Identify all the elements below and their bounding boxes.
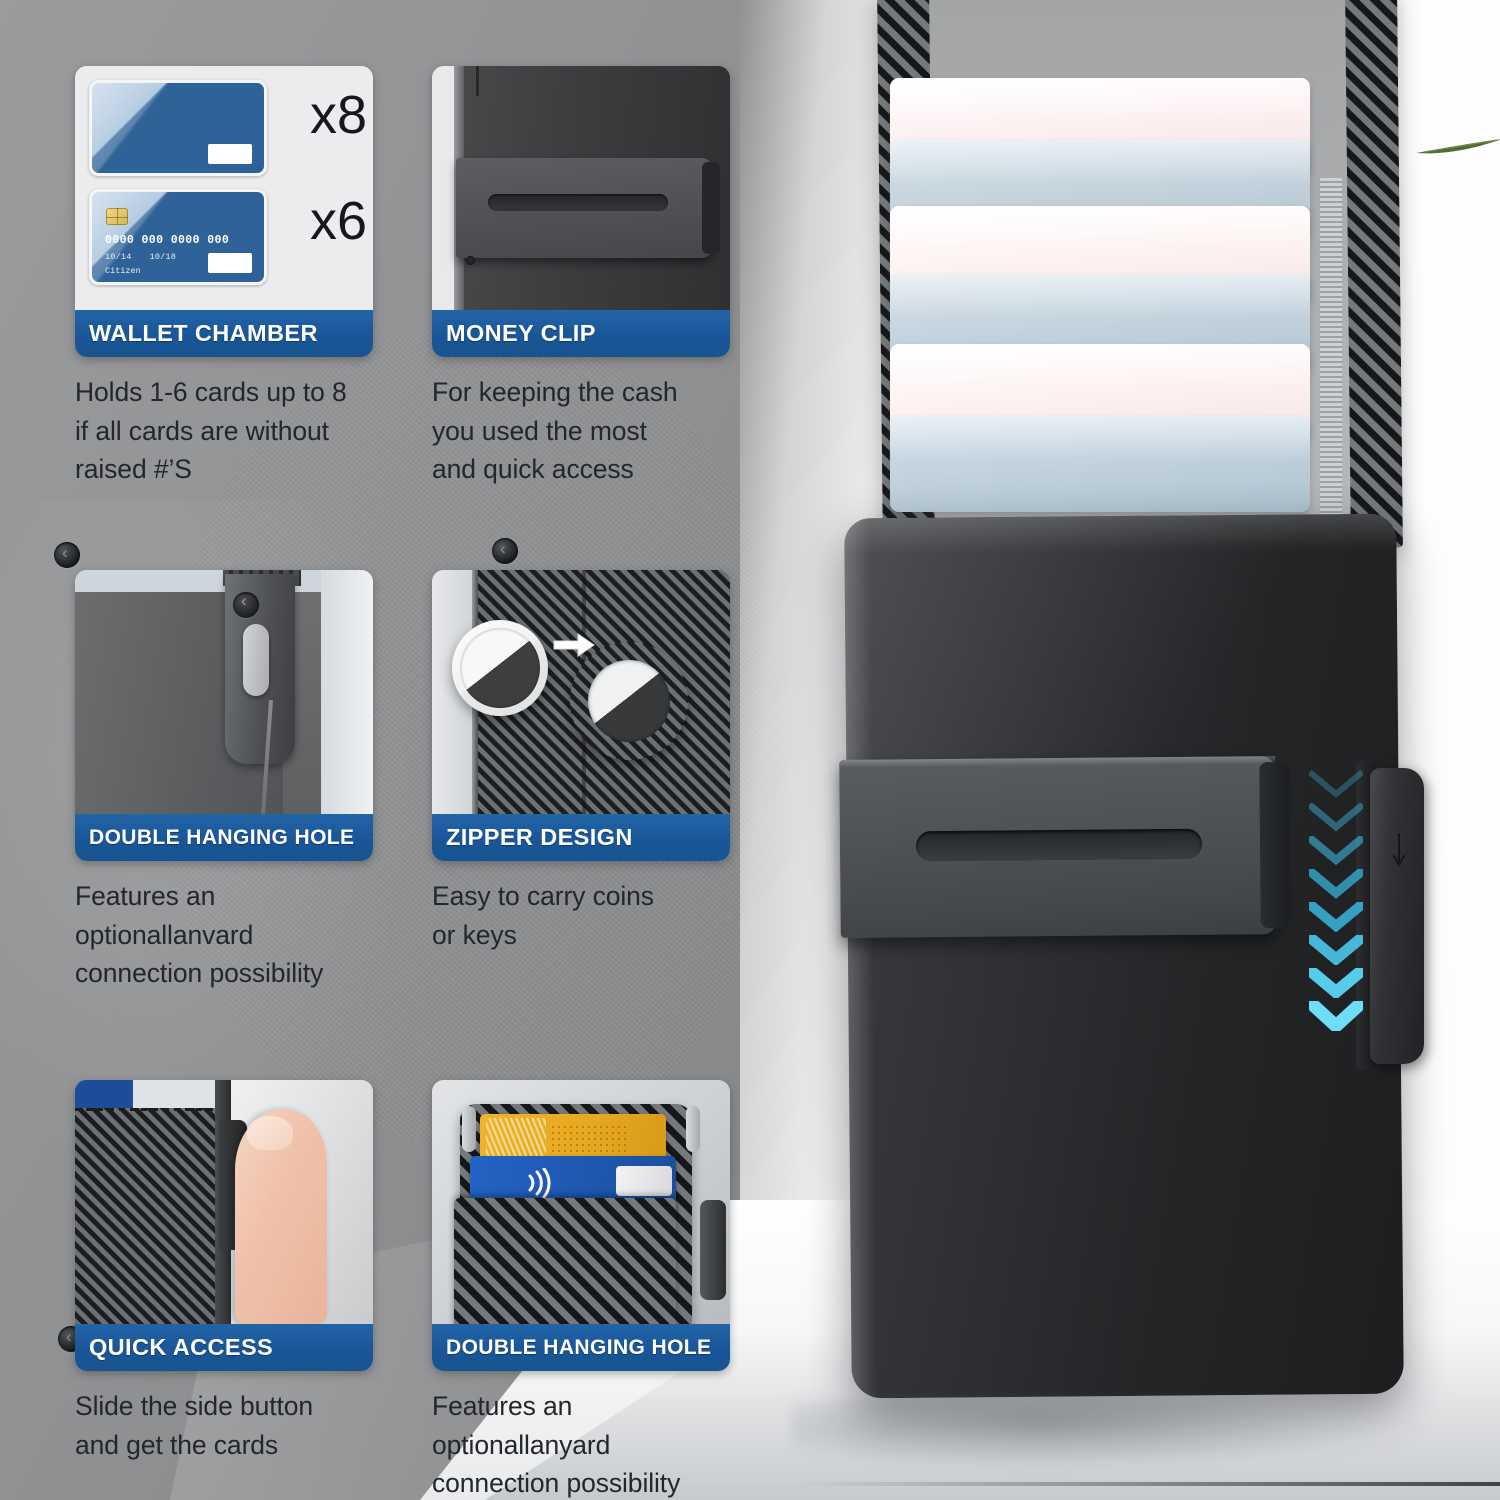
screw-icon <box>466 256 475 265</box>
feature-zipper-design[interactable]: ZIPPER DESIGN Easy to carry coins or key… <box>432 570 730 954</box>
feature-description: For keeping the cash you used the most a… <box>432 377 678 485</box>
chevron-down-icon <box>1309 968 1363 998</box>
feature-card-frame: DOUBLE HANGING HOLE <box>432 1080 730 1371</box>
hero-product <box>820 0 1500 1500</box>
hanging-hole-icon <box>233 591 259 618</box>
hanging-hole-thumbnail <box>75 570 373 814</box>
hero-screw-top-right <box>492 536 518 564</box>
hanging-rail-left <box>462 1106 476 1152</box>
thumb-finger <box>235 1110 327 1324</box>
chevron-down-icon <box>1309 803 1363 832</box>
hero-screw-top-left <box>54 540 80 568</box>
chevron-down-icon <box>1309 902 1363 932</box>
background-floor-line <box>800 1482 1500 1486</box>
slider-arrow-icon <box>1393 833 1405 868</box>
chip-credit-card-illustration: 0000 000 0000 000 10/14 10/18 Citizen <box>89 189 267 285</box>
airtag-loose <box>452 620 548 716</box>
feature-description: Features an optionallanvard connection p… <box>75 881 324 989</box>
airtag-installed <box>570 642 688 760</box>
feature-card-frame: DOUBLE HANGING HOLE <box>75 570 373 861</box>
feature-label: MONEY CLIP <box>446 320 596 346</box>
feature-label-bar: DOUBLE HANGING HOLE <box>432 1324 730 1371</box>
contactless-icon <box>528 1168 551 1198</box>
card-multiplier-8: x8 <box>309 85 367 145</box>
feature-label-bar: MONEY CLIP <box>432 310 730 357</box>
feature-double-hanging-hole-bottom[interactable]: DOUBLE HANGING HOLE Features an optional… <box>432 1080 730 1500</box>
feature-card-frame: ZIPPER DESIGN <box>432 570 730 861</box>
card-holder-name: Citizen <box>105 266 141 276</box>
feature-label-bar: WALLET CHAMBER <box>75 310 373 357</box>
chevron-down-icon <box>1309 935 1363 965</box>
card-date-left: 10/14 <box>105 252 132 262</box>
white-card <box>616 1166 672 1196</box>
wallet-cards-thumbnail <box>432 1080 730 1324</box>
wallet-front-plate <box>454 1198 676 1324</box>
feature-card-frame: QUICK ACCESS <box>75 1080 373 1371</box>
peeking-cards <box>75 1080 215 1108</box>
money-clip-thumbnail <box>432 66 730 310</box>
feature-label: DOUBLE HANGING HOLE <box>446 1335 712 1359</box>
feature-label-bar: DOUBLE HANGING HOLE <box>75 814 373 861</box>
feature-label-bar: ZIPPER DESIGN <box>432 814 730 861</box>
feature-label: DOUBLE HANGING HOLE <box>89 825 355 849</box>
feature-card-frame: MONEY CLIP <box>432 66 730 357</box>
hero-money-clip-slot <box>915 828 1203 862</box>
feature-double-hanging-hole-top[interactable]: DOUBLE HANGING HOLE Features an optional… <box>75 570 373 993</box>
feature-label-bar: QUICK ACCESS <box>75 1324 373 1371</box>
hanging-rail-right <box>686 1106 700 1152</box>
feature-description: Features an optionallanyard connection p… <box>432 1391 681 1499</box>
hero-ground-shadow <box>790 1398 1390 1470</box>
feature-description: Easy to carry coins or keys <box>432 881 654 950</box>
feature-description: Slide the side button and get the cards <box>75 1391 314 1460</box>
zipper-design-thumbnail <box>432 570 730 814</box>
hero-money-clip <box>839 756 1291 938</box>
hero-card-stack <box>890 78 1360 608</box>
chevron-down-icon <box>1309 1001 1363 1031</box>
lanyard-pin <box>243 624 269 696</box>
money-clip-part <box>456 158 720 258</box>
feature-quick-access[interactable]: QUICK ACCESS Slide the side button and g… <box>75 1080 373 1464</box>
hero-money-clip-tab <box>1259 761 1291 929</box>
feature-label: ZIPPER DESIGN <box>446 824 633 850</box>
hero-side-slider-button[interactable] <box>1370 768 1424 1064</box>
quick-access-thumbnail <box>75 1080 373 1324</box>
card-multiplier-6: x6 <box>309 191 367 251</box>
feature-description: Holds 1-6 cards up to 8 if all cards are… <box>75 377 347 485</box>
fingernail <box>247 1116 293 1150</box>
card-dates: 10/14 10/18 <box>105 252 176 262</box>
chevron-down-icon <box>1309 869 1363 899</box>
card-number: 0000 000 0000 000 <box>105 234 230 247</box>
chevron-down-icon <box>1309 836 1363 866</box>
feature-money-clip[interactable]: MONEY CLIP For keeping the cash you used… <box>432 66 730 489</box>
chip-icon <box>106 208 128 225</box>
wallet-side-button <box>700 1200 726 1300</box>
feature-label: WALLET CHAMBER <box>89 320 318 346</box>
card-date-right: 10/18 <box>149 252 177 262</box>
leaf-icon <box>1416 139 1500 154</box>
hero-card <box>890 416 1310 512</box>
hero-card-edge-stack <box>1320 178 1342 608</box>
arrow-right-icon <box>553 633 595 657</box>
feature-label: QUICK ACCESS <box>89 1334 274 1360</box>
chevron-down-icon <box>1309 770 1363 798</box>
plain-credit-card-illustration <box>89 80 267 176</box>
chevron-indicator-group <box>1305 770 1367 1040</box>
